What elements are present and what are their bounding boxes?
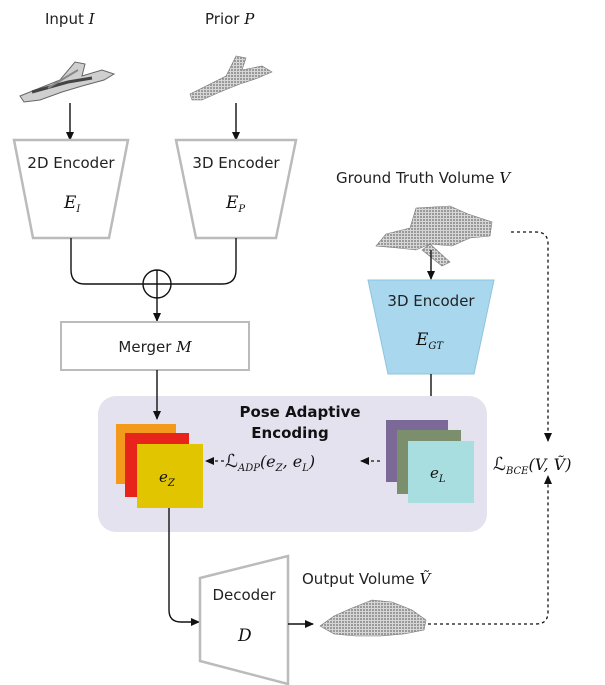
- arrow-output-to-bce: [428, 475, 552, 625]
- encoder-3d-gt-symbol: EGT: [415, 330, 444, 352]
- arrow-gt-to-bce: [511, 231, 552, 442]
- adp-loss-label: ℒADP(eZ, eL): [225, 451, 315, 474]
- input-label: Input I: [45, 10, 96, 28]
- prior-voxel-airplane: [189, 55, 273, 101]
- line-2d-to-merge: [70, 238, 143, 285]
- decoder: Decoder D: [198, 554, 290, 685]
- line-3d-to-merge: [171, 238, 237, 285]
- ez-feature-stack: eZ: [116, 424, 203, 508]
- el-feature-stack: eL: [386, 420, 474, 503]
- output-voxel-airplane: [319, 599, 427, 637]
- prior-label: Prior P: [205, 10, 255, 28]
- bce-loss-label: ℒBCE(V, Ṽ): [493, 454, 571, 477]
- encoder-2d-title: 2D Encoder: [27, 154, 115, 172]
- el-label: eL: [430, 464, 446, 485]
- merger-box: Merger M: [60, 321, 250, 371]
- encoder-2d: 2D Encoder EI: [12, 138, 130, 240]
- encoder-3d-prior-shape: [174, 138, 298, 240]
- output-volume-label: Output Volume Ṽ: [302, 570, 432, 588]
- encoder-2d-symbol: EI: [63, 193, 81, 215]
- encoder-3d-gt-title: 3D Encoder: [387, 292, 475, 310]
- encoder-3d-prior: 3D Encoder EP: [174, 138, 298, 240]
- ez-layer-yellow: [137, 444, 203, 508]
- encoder-3d-prior-title: 3D Encoder: [192, 154, 280, 172]
- pose-title-line2: Encoding: [251, 424, 328, 442]
- encoder-2d-shape: [12, 138, 130, 240]
- decoder-title: Decoder: [212, 586, 276, 604]
- encoder-3d-prior-symbol: EP: [225, 193, 245, 215]
- encoder-3d-gt: 3D Encoder EGT: [367, 279, 495, 375]
- pose-title-line1: Pose Adaptive: [239, 403, 360, 421]
- ez-label: eZ: [159, 468, 176, 489]
- ground-truth-label: Ground Truth Volume V: [336, 169, 512, 187]
- decoder-shape: [198, 554, 290, 685]
- input-airplane-image: [19, 61, 116, 103]
- decoder-symbol: D: [237, 626, 252, 646]
- merger-label: Merger M: [118, 338, 192, 356]
- encoder-3d-gt-shape: [367, 279, 495, 375]
- el-layer-cyan: [408, 441, 474, 503]
- ground-truth-voxel-airplane: [375, 205, 493, 267]
- arrow-ez-to-decoder: [168, 508, 200, 626]
- concat-plus-icon: [142, 269, 172, 299]
